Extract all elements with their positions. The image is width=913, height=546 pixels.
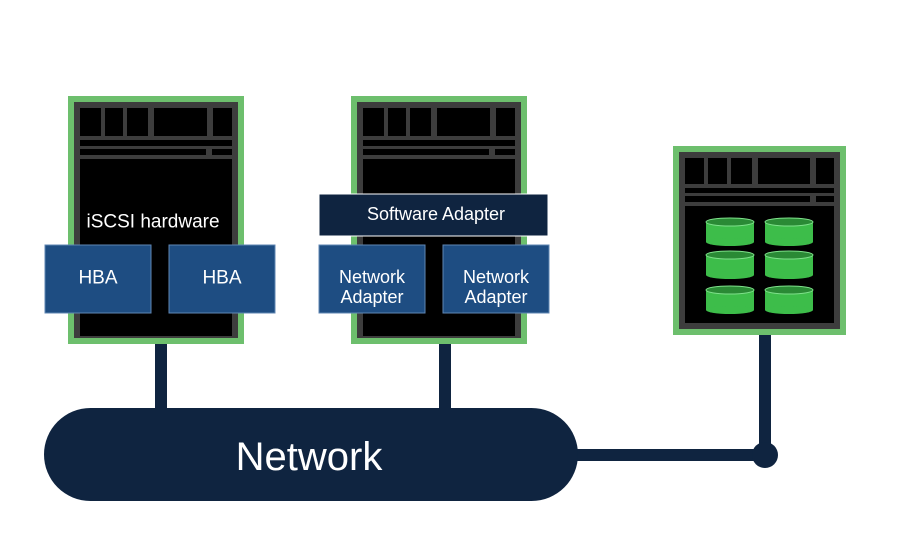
server-hardware-iscsi: iSCSI hardware HBA HBA — [44, 96, 276, 344]
hba-adapter-right: HBA — [168, 244, 276, 314]
network-adapter-left: Network Adapter — [318, 244, 426, 314]
server-software-iscsi: Software Adapter Network Adapter Network… — [318, 96, 550, 344]
hba-label: HBA — [78, 268, 117, 289]
connector-junction-dot — [752, 442, 778, 468]
disk-icon — [705, 285, 755, 314]
connector-software-server — [439, 342, 451, 410]
network-cloud: Network — [44, 408, 578, 501]
network-adapter-label-line1: Network — [339, 267, 406, 287]
connector-storage-vertical — [759, 333, 771, 455]
software-adapter-label: Software Adapter — [367, 204, 505, 224]
hba-label: HBA — [202, 268, 241, 289]
disk-icon — [705, 217, 755, 246]
network-adapter-label-line1: Network — [463, 267, 530, 287]
software-adapter-bar: Software Adapter — [318, 193, 549, 237]
drive-bays — [80, 108, 232, 159]
hba-adapter-left: HBA — [44, 244, 152, 314]
drive-bays — [363, 108, 515, 159]
connector-hardware-server — [155, 342, 167, 410]
drive-bays — [685, 158, 834, 206]
disk-icon — [764, 250, 814, 279]
storage-array — [673, 146, 846, 335]
network-adapter-label-line2: Adapter — [340, 287, 403, 307]
disk-icon — [764, 285, 814, 314]
connector-storage-horizontal — [570, 449, 765, 461]
network-pill — [44, 408, 578, 501]
disk-icon — [705, 250, 755, 279]
network-label: Network — [236, 435, 384, 479]
iscsi-hardware-label: iSCSI hardware — [86, 212, 219, 233]
disk-icons — [705, 217, 814, 314]
disk-icon — [764, 217, 814, 246]
network-adapter-right: Network Adapter — [442, 244, 550, 314]
network-adapter-label-line2: Adapter — [464, 287, 527, 307]
connectors — [155, 333, 778, 468]
